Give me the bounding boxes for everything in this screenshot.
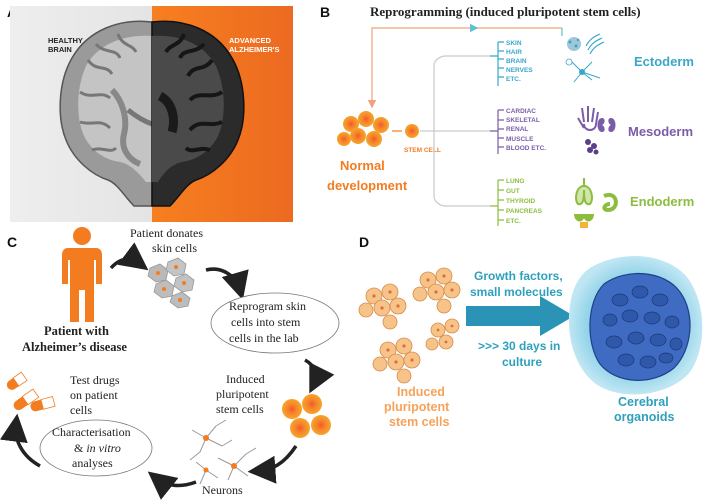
single-stem-cell — [405, 124, 419, 138]
patient-label-line1: Patient with — [44, 324, 109, 338]
mesoderm-item: CARDIAC — [506, 108, 536, 115]
advanced-label-line1: ADVANCED — [229, 36, 272, 45]
endoderm-items: LUNG GUT THYROID PANCREAS ETC. — [506, 178, 543, 225]
panel-d-label: D — [359, 234, 369, 250]
ectoderm-item: NERVES — [506, 67, 533, 74]
arrow-to-skin-cells — [109, 242, 149, 271]
growth-factors-line1: Growth factors, — [474, 269, 563, 283]
mesoderm-item: SKELETAL — [506, 117, 540, 124]
panel-c: C Patient with Alzheimer’s disease Patie… — [0, 226, 340, 500]
cerebral-organoid-icon — [589, 272, 691, 381]
ipsc-d-line2: pluripotent — [384, 400, 450, 414]
healthy-brain-label-line2: BRAIN — [48, 45, 72, 54]
reprogram-line2: cells into stem — [231, 315, 301, 329]
reprogram-line1: Reprogram skin — [229, 299, 306, 313]
mesoderm-items: CARDIAC SKELETAL RENAL MUSCLE BLOOD ETC. — [506, 108, 546, 152]
patient-label-line2: Alzheimer’s disease — [22, 340, 127, 354]
healthy-brain — [59, 20, 153, 207]
normal-development-line1: Normal — [340, 158, 385, 173]
reprogramming-loop-arrow — [367, 27, 562, 109]
test-drugs-line3: cells — [70, 403, 92, 417]
colony-nuclei — [372, 274, 454, 364]
ectoderm-item: SKIN — [506, 40, 522, 47]
healthy-brain-label-line1: HEALTHY — [48, 36, 83, 45]
endoderm-item: ETC. — [506, 218, 521, 225]
advanced-label-line2: ALZHEIMER'S — [229, 45, 280, 54]
endoderm-item: THYROID — [506, 198, 536, 205]
arrow-to-reprogram — [205, 267, 249, 301]
capsules-icon — [6, 371, 56, 412]
normal-development-line2: development — [327, 178, 408, 193]
mesoderm-item: BLOOD ETC. — [506, 145, 546, 152]
ipsc-c-line1: Induced — [226, 372, 265, 386]
hand-kidney-blood-icons — [577, 106, 616, 155]
stem-cell-label: STEM CELL — [404, 147, 441, 154]
panel-a: A HEALTHY BRAIN ADVANCED ALZHEIMER'S — [7, 4, 293, 222]
mesoderm-label: Mesoderm — [628, 124, 693, 139]
characterisation-ellipse — [39, 419, 153, 477]
reprogramming-title: Reprogramming (induced pluripotent stem … — [370, 4, 641, 19]
patient-figure-icon — [62, 227, 102, 322]
mesoderm-item: RENAL — [506, 126, 528, 133]
neurons-label: Neurons — [202, 483, 243, 497]
reprogram-line3: cells in the lab — [229, 331, 299, 345]
ipsc-cells-icon — [282, 394, 331, 438]
arrow-to-ipsc — [304, 358, 335, 394]
skin-cells-icon — [147, 257, 195, 309]
days-line2: culture — [502, 355, 542, 369]
arrow-to-neurons — [247, 445, 298, 484]
arrow-to-characterisation — [147, 471, 197, 500]
colony — [425, 318, 460, 351]
cerebral-organoids-line2: organoids — [614, 410, 674, 424]
reprogram-step-ellipse — [210, 292, 340, 354]
test-drugs-line1: Test drugs — [70, 373, 120, 387]
panel-d: D Induced pluripotent stem cells Growth … — [358, 234, 703, 429]
endoderm-item: PANCREAS — [506, 208, 543, 215]
ectoderm-item: HAIR — [506, 49, 522, 56]
endoderm-brace — [490, 179, 504, 226]
mesoderm-brace — [490, 109, 504, 154]
characterisation-line2: & in vitro — [74, 441, 121, 455]
days-line1: >>> 30 days in — [478, 339, 560, 353]
ectoderm-item: ETC. — [506, 76, 521, 83]
characterisation-line1: Characterisation — [52, 425, 131, 439]
culture-arrow — [466, 296, 574, 336]
arrow-to-test-drugs — [0, 413, 41, 468]
panel-c-label: C — [7, 234, 17, 250]
test-drugs-line2: on patient — [70, 388, 118, 402]
branch-lines — [420, 55, 490, 207]
ipsc-c-line3: stem cells — [216, 402, 264, 416]
skin-hair-neuron-icons — [565, 33, 605, 83]
ipsc-c-line2: pluripotent — [216, 387, 269, 401]
ipsc-d-line1: Induced — [397, 385, 445, 399]
endoderm-item: GUT — [506, 188, 520, 195]
alzheimers-brain — [151, 20, 245, 207]
donate-label-line1: Patient donates — [130, 226, 203, 240]
donate-label-line2: skin cells — [152, 241, 197, 255]
stem-cell-cluster — [337, 111, 389, 147]
ectoderm-item: BRAIN — [506, 58, 527, 65]
ectoderm-brace — [490, 41, 504, 86]
endoderm-label: Endoderm — [630, 194, 694, 209]
lung-gut-thyroid-icons — [574, 178, 618, 228]
endoderm-item: LUNG — [506, 178, 524, 185]
growth-factors-line2: small molecules — [470, 285, 563, 299]
characterisation-line3: analyses — [72, 456, 113, 470]
panel-b-label: B — [320, 4, 330, 20]
neurons-icon — [189, 419, 257, 485]
mesoderm-item: MUSCLE — [506, 136, 534, 143]
ipsc-d-line3: stem cells — [389, 415, 450, 429]
ectoderm-items: SKIN HAIR BRAIN NERVES ETC. — [506, 40, 533, 83]
ectoderm-label: Ectoderm — [634, 54, 694, 69]
panel-b: B Reprogramming (induced pluripotent ste… — [320, 4, 694, 228]
ipsc-colonies-icon — [358, 267, 461, 384]
cerebral-organoids-line1: Cerebral — [618, 395, 669, 409]
